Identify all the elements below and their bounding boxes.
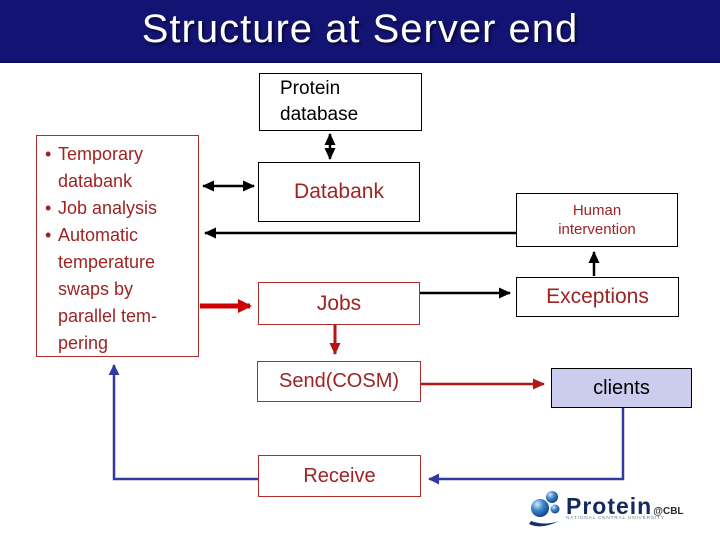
list-item: Automatic temperature swaps by parallel … bbox=[45, 222, 194, 357]
box-databank: Databank bbox=[258, 162, 420, 222]
title-bar: Structure at Server end bbox=[0, 0, 720, 63]
box-receive: Receive bbox=[258, 455, 421, 497]
logo-wordmark: Protein bbox=[566, 492, 653, 519]
box-protein-database: Protein database bbox=[259, 73, 422, 131]
connector-clients-receive bbox=[428, 408, 625, 485]
logo-subtitle: NATIONAL CENTRAL UNIVERSITY bbox=[566, 515, 665, 521]
box-human-intervention: Human intervention bbox=[516, 193, 678, 247]
list-item: Job analysis bbox=[45, 195, 194, 222]
connector-receive-leftpanel bbox=[108, 364, 258, 481]
left-panel-list: Temporary databank Job analysis Automati… bbox=[45, 141, 194, 357]
logo-cbl-suffix: @CBL bbox=[653, 505, 684, 517]
left-panel-server-tasks: Temporary databank Job analysis Automati… bbox=[36, 135, 199, 357]
list-item: Temporary databank bbox=[45, 141, 194, 195]
box-send-cosm: Send(COSM) bbox=[257, 361, 421, 402]
logo-text: Protein @CBL NATIONAL CENTRAL UNIVERSITY bbox=[566, 492, 689, 522]
box-exceptions: Exceptions bbox=[516, 277, 679, 317]
box-clients: clients bbox=[551, 368, 692, 408]
protein-cbl-logo: Protein @CBL NATIONAL CENTRAL UNIVERSITY bbox=[527, 486, 689, 530]
protein-molecule-icon bbox=[529, 491, 560, 527]
box-jobs: Jobs bbox=[258, 282, 420, 325]
page-title: Structure at Server end bbox=[141, 7, 579, 51]
